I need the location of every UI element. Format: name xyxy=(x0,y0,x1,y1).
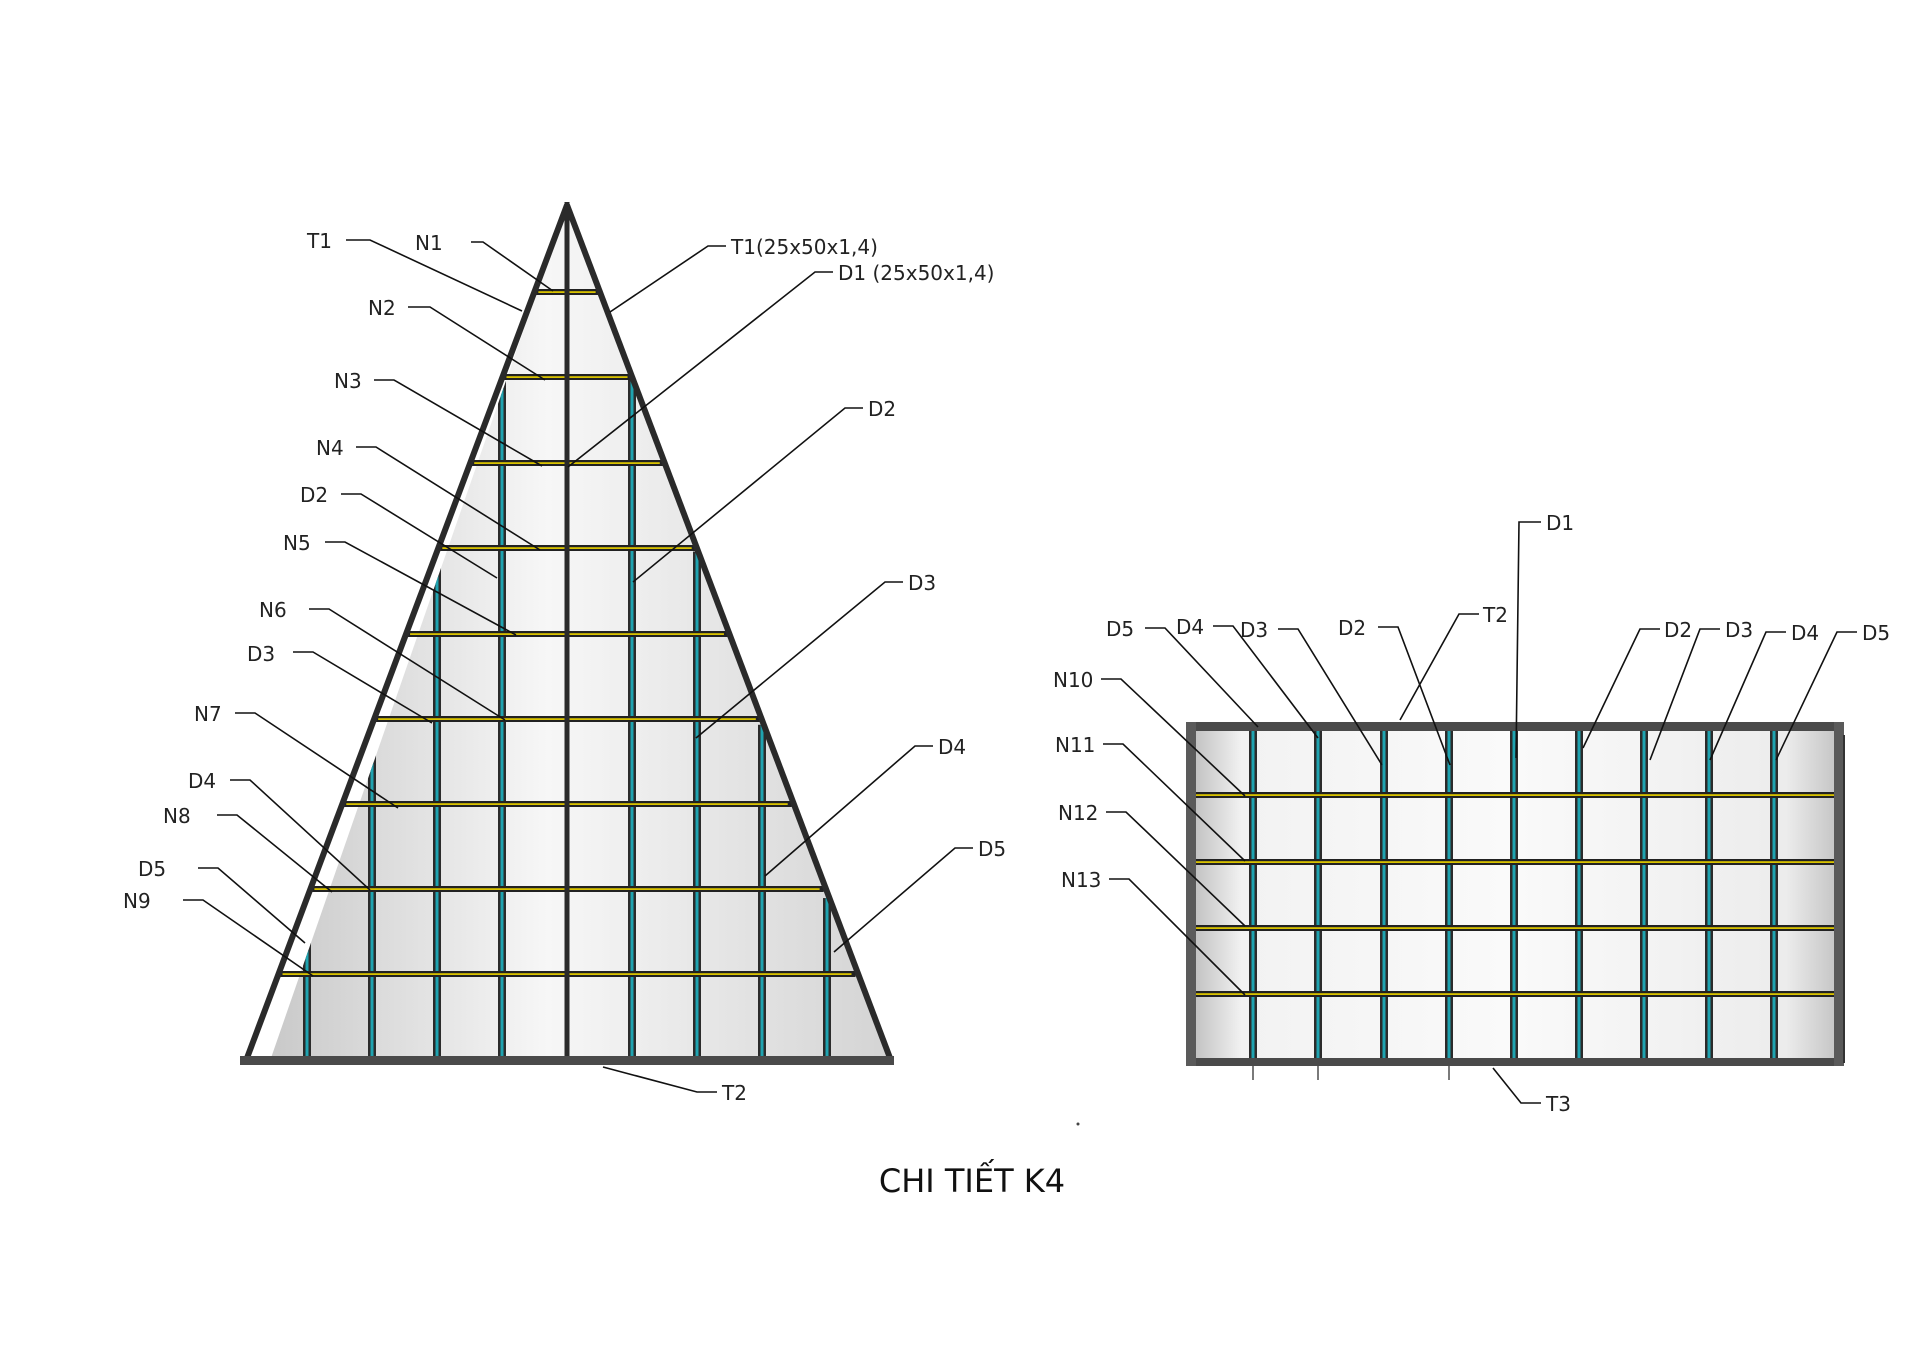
label-rect-d5-left: D5 xyxy=(1106,617,1134,641)
triangle-right-chord xyxy=(564,203,893,1060)
leader-lines xyxy=(183,239,1857,1104)
triangle-left-chord xyxy=(244,203,570,1060)
label-n2: N2 xyxy=(368,296,396,320)
label-t1-right: T1(25x50x1,4) xyxy=(730,235,878,259)
label-t3: T3 xyxy=(1545,1092,1571,1116)
label-d2-left: D2 xyxy=(300,483,328,507)
label-rect-d3-right: D3 xyxy=(1725,618,1753,642)
rectangle-bottom-chord xyxy=(1188,1058,1840,1066)
triangle-bottom-chord xyxy=(240,1056,894,1065)
label-d5-left: D5 xyxy=(138,857,166,881)
label-n8: N8 xyxy=(163,804,191,828)
label-t1-left: T1 xyxy=(306,229,332,253)
label-n1: N1 xyxy=(415,231,443,255)
rectangle-rail-core-n13 xyxy=(1194,993,1838,995)
rectangle-stud-core-4 xyxy=(1447,730,1451,1058)
rectangle-rail-core-n11 xyxy=(1194,861,1838,863)
label-n9: N9 xyxy=(123,889,151,913)
label-rect-t2: T2 xyxy=(1482,603,1508,627)
rectangle-stud-core-3 xyxy=(1382,730,1386,1058)
label-rect-d3-left: D3 xyxy=(1240,618,1268,642)
rectangle-stud-core-6 xyxy=(1577,730,1581,1058)
label-n6: N6 xyxy=(259,598,287,622)
rectangle-stud-core-1 xyxy=(1251,730,1255,1058)
label-n5: N5 xyxy=(283,531,311,555)
label-n3: N3 xyxy=(334,369,362,393)
rectangle-stud-core-9 xyxy=(1772,730,1776,1058)
triangle-stud-core-1 xyxy=(305,898,309,1058)
rectangle-labels: D5 D4 D3 D2 T2 D1 D2 D3 D4 D5 N10 N11 N1… xyxy=(1053,511,1890,1116)
rectangle-horizontal-rails xyxy=(1190,792,1842,997)
label-d4-left: D4 xyxy=(188,769,216,793)
triangle-labels: T1 N1 N2 N3 N4 D2 N5 N6 D3 N7 D4 N8 D5 N… xyxy=(123,229,1006,1105)
rectangle-rail-core-n10 xyxy=(1194,794,1838,796)
label-n7: N7 xyxy=(194,702,222,726)
rectangle-stud-core-8 xyxy=(1707,730,1711,1058)
stray-dot xyxy=(1076,1122,1080,1126)
rectangle-top-chord xyxy=(1188,722,1840,731)
label-n13: N13 xyxy=(1061,868,1101,892)
drawing-title: CHI TIẾT K4 xyxy=(879,1159,1065,1200)
label-n11: N11 xyxy=(1055,733,1095,757)
label-n10: N10 xyxy=(1053,668,1093,692)
label-n4: N4 xyxy=(316,436,344,460)
label-rect-d4-left: D4 xyxy=(1176,615,1204,639)
rectangle-frame xyxy=(1186,722,1845,1080)
rectangle-stud-extensions xyxy=(1252,1066,1450,1080)
label-d4-right: D4 xyxy=(938,735,966,759)
label-d3-right: D3 xyxy=(908,571,936,595)
rectangle-left-end xyxy=(1186,722,1196,1066)
label-rect-d5-right: D5 xyxy=(1862,621,1890,645)
label-d5-right: D5 xyxy=(978,837,1006,861)
rectangle-stud-core-5 xyxy=(1512,730,1516,1058)
rectangle-stud-core-7 xyxy=(1642,730,1646,1058)
label-d1-right: D1 (25x50x1,4) xyxy=(838,261,994,285)
triangle-frame xyxy=(240,202,894,1065)
rectangle-rail-core-n12 xyxy=(1194,927,1838,929)
label-rect-d2-right: D2 xyxy=(1664,618,1692,642)
rectangle-stud-core-2 xyxy=(1316,730,1320,1058)
label-d2-right: D2 xyxy=(868,397,896,421)
label-rect-d4-right: D4 xyxy=(1791,621,1819,645)
label-n12: N12 xyxy=(1058,801,1098,825)
rectangle-right-end xyxy=(1834,722,1844,1066)
label-t2-bottom: T2 xyxy=(721,1081,747,1105)
rectangle-vertical-studs xyxy=(1249,730,1778,1058)
triangle-stud-core-8 xyxy=(825,898,829,1058)
label-rect-d1: D1 xyxy=(1546,511,1574,535)
label-rect-d2-left: D2 xyxy=(1338,616,1366,640)
label-d3-left: D3 xyxy=(247,642,275,666)
